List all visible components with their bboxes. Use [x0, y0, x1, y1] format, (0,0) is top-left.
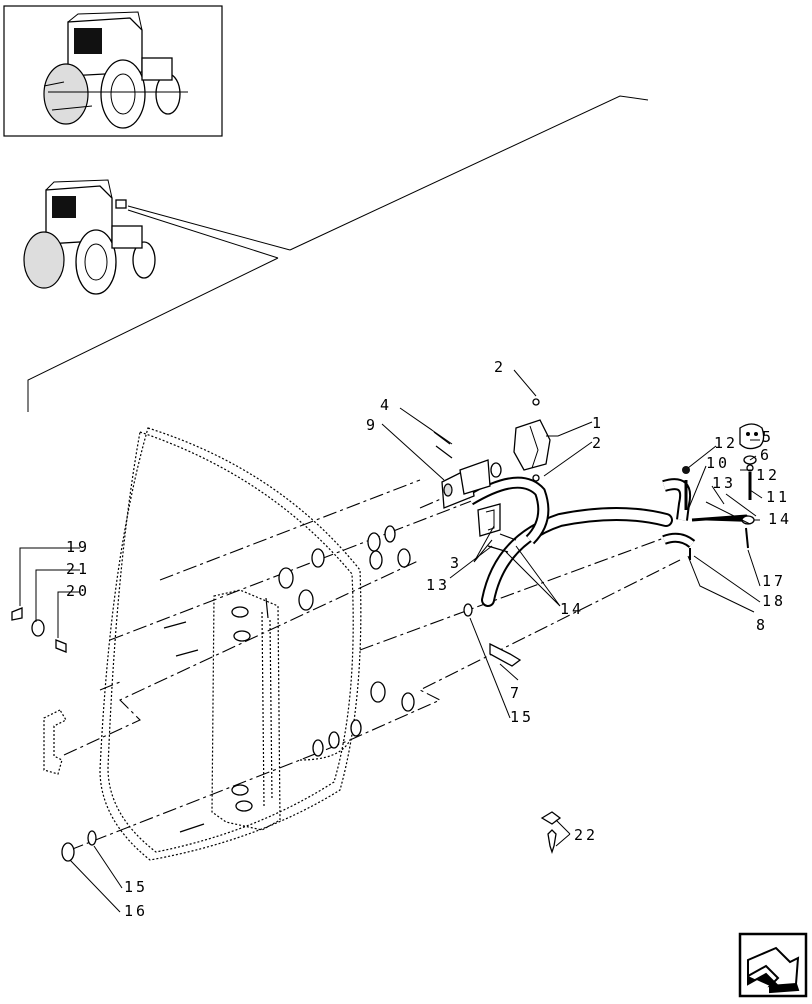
assembly-centerlines — [63, 479, 681, 851]
callout-14-right: 14 — [768, 510, 792, 528]
callout-15-middle: 15 — [510, 708, 534, 726]
tractor-thumbnail-icon — [3, 5, 223, 137]
callout-3: 3 — [450, 554, 462, 572]
callout-8: 8 — [756, 616, 768, 634]
callout-11: 11 — [766, 488, 790, 506]
left-handle-outline — [43, 709, 67, 775]
callout-5: 5 — [762, 428, 774, 446]
callout-labels: 2 1 2 4 9 3 13 14 12 10 13 5 6 12 11 14 … — [66, 358, 792, 920]
callout-6: 6 — [760, 446, 772, 464]
next-page-arrow-icon[interactable] — [738, 932, 808, 998]
mounting-bracket — [211, 589, 281, 831]
callout-10: 10 — [706, 454, 730, 472]
rear-window-outline — [99, 427, 362, 861]
callout-21: 21 — [66, 560, 90, 578]
tractor-location-icon — [23, 179, 291, 295]
callout-19: 19 — [66, 538, 90, 556]
main-tube — [466, 476, 696, 607]
callout-12-right: 12 — [756, 466, 780, 484]
callout-15-bottom: 15 — [124, 878, 148, 896]
callout-22: 22 — [574, 826, 598, 844]
callout-2-top: 2 — [494, 358, 506, 376]
callout-20: 20 — [66, 582, 90, 600]
callout-12-top: 12 — [714, 434, 738, 452]
callout-4: 4 — [380, 396, 392, 414]
callout-16: 16 — [124, 902, 148, 920]
hardware-parts — [11, 398, 765, 862]
callout-1: 1 — [592, 414, 604, 432]
leader-lines — [19, 369, 763, 913]
callout-14-left: 14 — [560, 600, 584, 618]
callout-7: 7 — [510, 684, 522, 702]
callout-13-left: 13 — [426, 576, 450, 594]
callout-18: 18 — [762, 592, 786, 610]
callout-13-right: 13 — [712, 474, 736, 492]
perspective-frame — [27, 95, 649, 412]
callout-17: 17 — [762, 572, 786, 590]
callout-9: 9 — [366, 416, 378, 434]
callout-2: 2 — [592, 434, 604, 452]
